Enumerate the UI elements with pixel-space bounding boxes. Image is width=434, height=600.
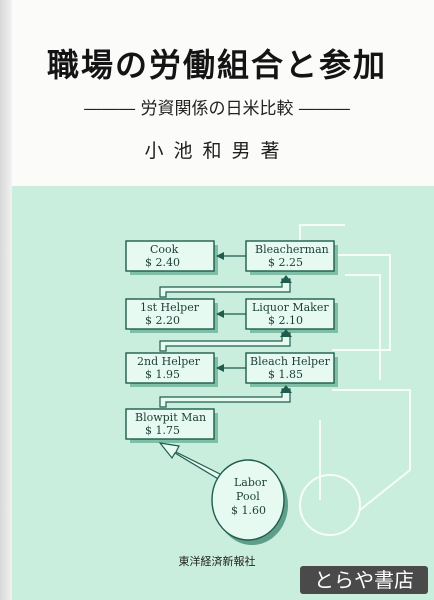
pool-line1: Labor: [234, 476, 268, 489]
store-watermark: とらや書店: [300, 566, 428, 594]
box-blowpit-man: Blowpit Man $ 1.75: [125, 408, 218, 443]
diagonal-arrowheads: [280, 275, 292, 393]
subtitle-dash-right: ―――: [298, 99, 350, 119]
box-bleach-helper-title: Bleach Helper: [250, 355, 331, 368]
book-title: 職場の労働組合と参加: [46, 46, 387, 84]
box-bleacherman-value: $ 2.25: [268, 256, 303, 269]
box-liquor-maker-value: $ 2.10: [268, 314, 303, 327]
subtitle-text: 労資関係の日米比較: [140, 99, 294, 119]
book-author: 小池和男著: [144, 140, 290, 162]
box-liquor-maker-title: Liquor Maker: [252, 301, 329, 314]
labor-pool: Labor Pool $ 1.60: [211, 459, 288, 545]
box-first-helper: 1st Helper $ 2.20: [125, 298, 218, 333]
diagonal-arrows: [159, 278, 291, 408]
box-blowpit-man-title: Blowpit Man: [135, 411, 206, 424]
box-cook-title: Cook: [150, 243, 179, 256]
box-second-helper: 2nd Helper $ 1.95: [125, 352, 218, 387]
box-blowpit-man-value: $ 1.75: [145, 424, 180, 437]
box-bleach-helper: Bleach Helper $ 1.85: [245, 352, 338, 387]
box-bleacherman: Bleacherman $ 2.25: [245, 240, 338, 275]
box-first-helper-title: 1st Helper: [140, 301, 200, 314]
horizontal-arrowheads: [216, 252, 224, 372]
publisher-name: 東洋経済新報社: [178, 555, 256, 568]
horizontal-arrows: [220, 255, 246, 369]
book-subtitle: ――― 労資関係の日米比較 ―――: [0, 94, 434, 119]
box-bleach-helper-value: $ 1.85: [268, 368, 303, 381]
pool-line2: Pool: [236, 490, 260, 503]
box-bleacherman-title: Bleacherman: [255, 243, 329, 256]
title-panel: [0, 0, 434, 186]
box-second-helper-value: $ 1.95: [145, 368, 180, 381]
cover-edge: [0, 0, 12, 600]
box-second-helper-title: 2nd Helper: [137, 355, 201, 368]
box-first-helper-value: $ 2.20: [145, 314, 180, 327]
subtitle-dash-left: ―――: [84, 99, 136, 119]
box-liquor-maker: Liquor Maker $ 2.10: [245, 298, 338, 333]
box-cook-value: $ 2.40: [145, 256, 180, 269]
box-cook: Cook $ 2.40: [125, 240, 218, 275]
pool-value: $ 1.60: [231, 504, 266, 517]
